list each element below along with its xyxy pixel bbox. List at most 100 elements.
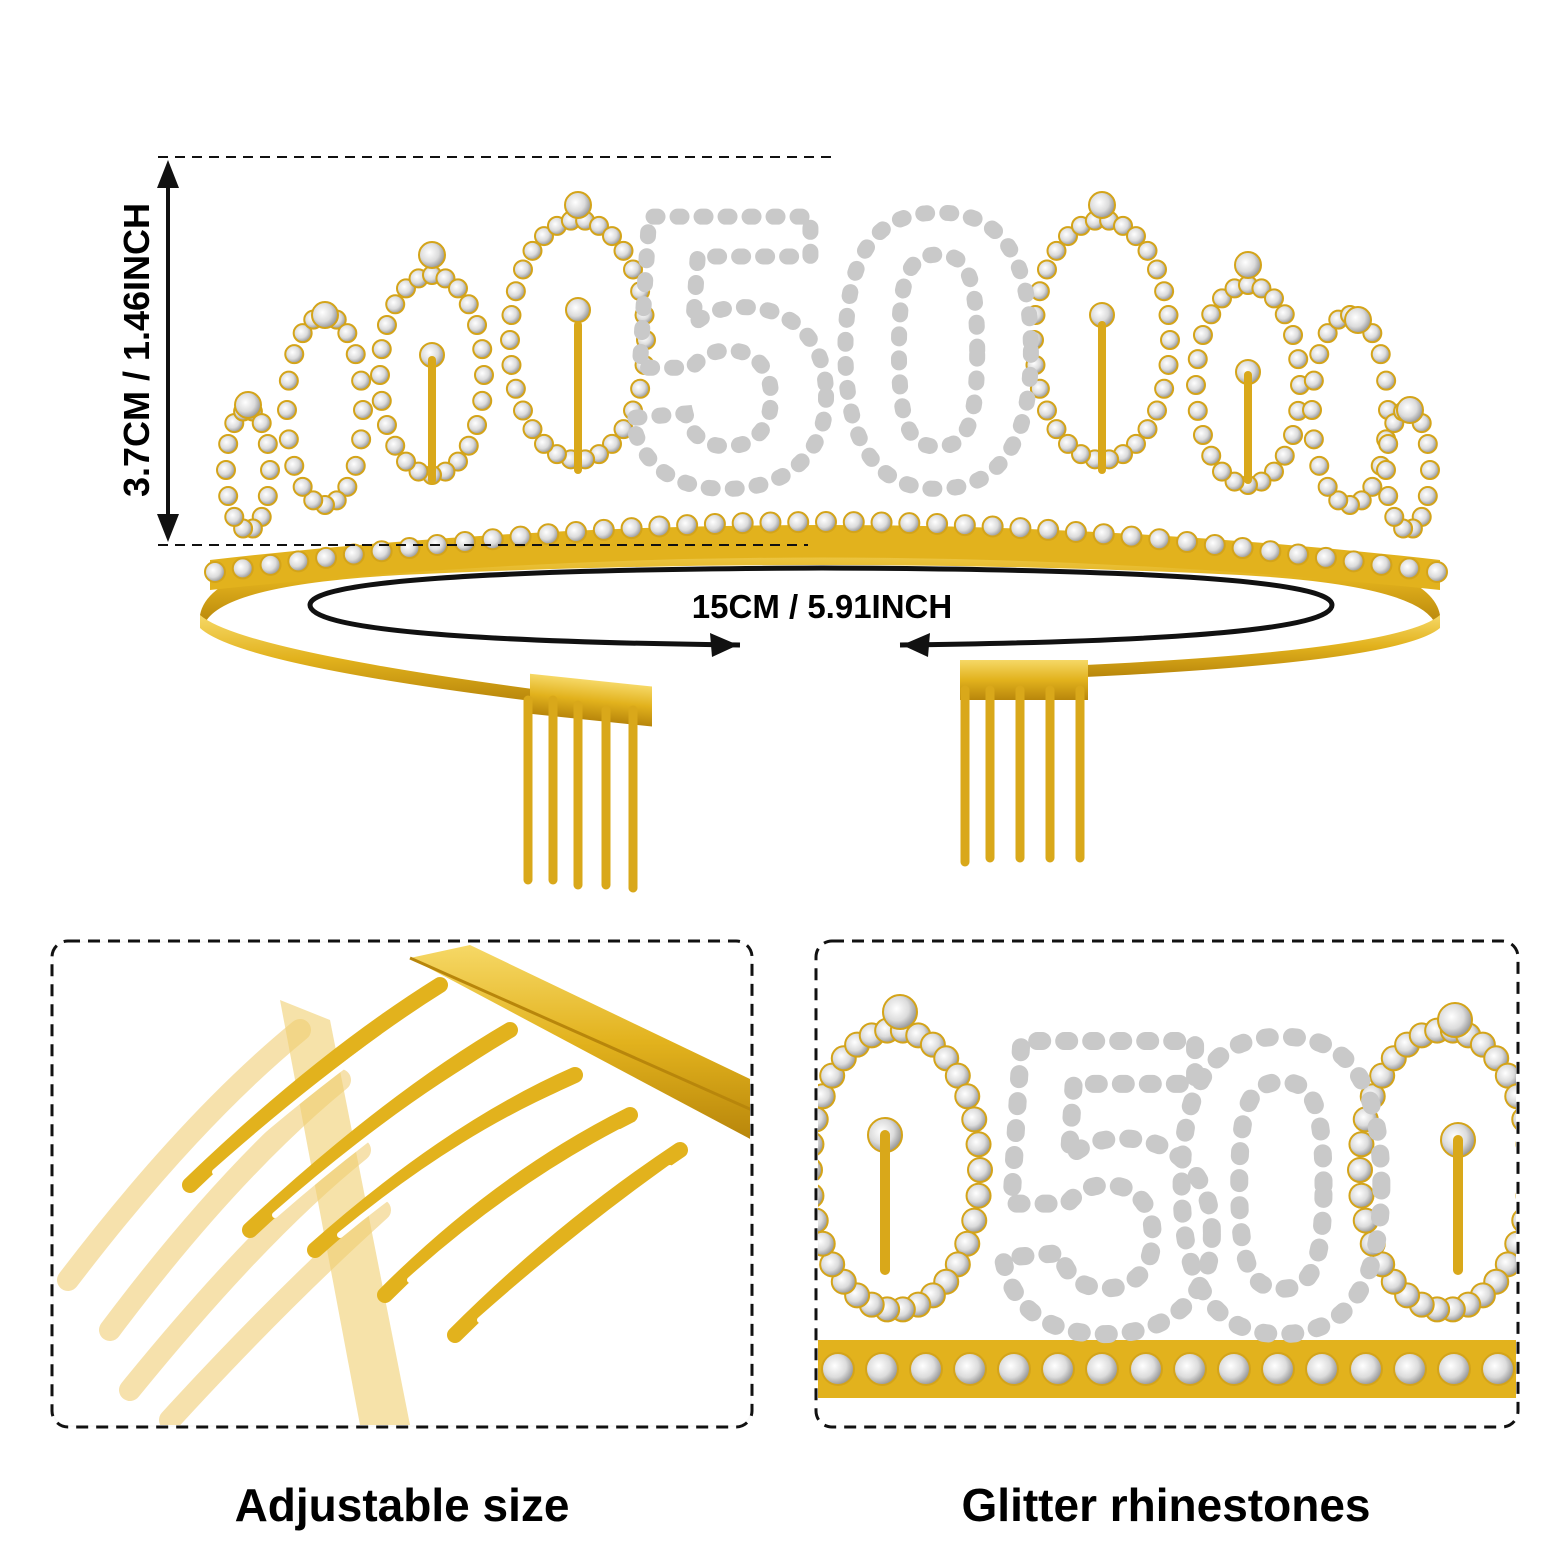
rhinestone <box>1511 1106 1516 1133</box>
rhinestone <box>1147 400 1168 421</box>
rhinestone <box>1154 281 1175 302</box>
rhinestone <box>345 455 366 476</box>
rhinestone <box>546 444 567 465</box>
rhinestone <box>1352 1207 1379 1234</box>
rhinestone <box>1370 344 1391 365</box>
rhinestone <box>500 330 520 350</box>
rhinestone <box>818 1207 829 1234</box>
rhinestone <box>396 451 416 472</box>
rhinestone <box>1362 476 1383 497</box>
rhinestone <box>1147 259 1168 280</box>
rhinestone <box>1203 533 1226 556</box>
rhinestone <box>564 191 592 219</box>
rhinestone <box>565 297 591 323</box>
rhinestone <box>1113 215 1134 236</box>
rhinestone <box>1378 433 1399 454</box>
rhinestone <box>623 400 644 421</box>
rhinestone <box>953 1352 987 1386</box>
rhinestone <box>1328 490 1349 511</box>
rhinestone <box>1274 445 1295 466</box>
rhinestone <box>216 460 236 480</box>
rhinestone <box>1234 251 1262 279</box>
rhinestone <box>376 315 397 335</box>
rhinestone <box>1515 1182 1516 1209</box>
rhinestone <box>371 390 392 411</box>
rhinestone <box>472 390 493 411</box>
rhinestone <box>965 1131 992 1158</box>
rhinestone <box>1176 531 1199 554</box>
rhinestone <box>1217 1352 1251 1386</box>
rhinestone <box>961 1207 988 1234</box>
rhinestone <box>257 486 278 507</box>
rhinestone <box>260 460 280 480</box>
rhinestone <box>353 400 373 420</box>
rhinestone <box>1046 419 1067 440</box>
rhinestone <box>1025 305 1046 326</box>
rhinestone <box>865 1352 899 1386</box>
rhinestone <box>842 511 865 534</box>
rhinestone <box>1085 1352 1119 1386</box>
rhinestone <box>565 520 588 543</box>
rhinestone <box>634 305 655 326</box>
rhinestone <box>257 433 278 454</box>
rhinestone <box>1302 400 1322 420</box>
rhinestone <box>351 429 372 450</box>
rhinestone <box>1137 419 1158 440</box>
center-stakes <box>428 321 1252 484</box>
rhinestone <box>997 1352 1031 1386</box>
rhinestone <box>1314 546 1337 569</box>
rhinestone <box>1420 460 1440 480</box>
rhinestone <box>292 323 313 344</box>
rhinestone <box>981 515 1004 538</box>
rhinestone <box>909 1352 943 1386</box>
rhinestone <box>1347 1157 1373 1183</box>
rhinestone <box>501 354 522 375</box>
rhinestone <box>1396 396 1424 424</box>
rhinestone <box>1137 240 1158 261</box>
rhinestone <box>1349 1352 1383 1386</box>
rhinestone <box>1287 543 1310 566</box>
rhinestone <box>818 1182 825 1209</box>
rhinestone <box>1303 429 1324 450</box>
rhinestone <box>376 415 397 435</box>
rhinestone <box>1309 344 1330 365</box>
rhinestone <box>1259 540 1282 563</box>
rhinestone <box>592 518 615 541</box>
rhinestone <box>370 540 393 563</box>
rhinestone <box>636 330 656 350</box>
rhinestone <box>1348 1131 1375 1158</box>
rhinestone <box>311 301 339 329</box>
rhinestone <box>1511 1207 1516 1234</box>
rhinestone <box>1029 281 1050 302</box>
rhinestone <box>1036 259 1057 280</box>
rhinestone <box>1518 1158 1542 1182</box>
rhinestone <box>224 506 245 527</box>
caption-glitter-rhinestones: Glitter rhinestones <box>961 1479 1371 1531</box>
rhinestone <box>1058 433 1078 454</box>
rhinestone <box>1160 330 1180 350</box>
rhinestone <box>759 511 782 534</box>
rhinestone <box>965 1182 992 1209</box>
rhinestone <box>351 370 372 391</box>
rhinestone <box>505 281 526 302</box>
rhinestone <box>1158 305 1179 326</box>
rhinestone <box>337 476 358 497</box>
tiara-number-5: 5 <box>620 132 837 568</box>
rhinestone <box>1376 370 1397 391</box>
height-dimension-label: 3.7CM / 1.46INCH <box>116 202 157 498</box>
rhinestone <box>1417 433 1438 454</box>
rhinestone <box>534 433 554 454</box>
rhinestone <box>1192 425 1213 445</box>
rhinestone <box>1384 506 1405 527</box>
rhinestone <box>259 553 282 576</box>
detail-band-rhinestones <box>821 1352 1515 1386</box>
rhinestone <box>458 435 479 456</box>
rhinestone <box>1046 240 1067 261</box>
rhinestone <box>1317 476 1338 497</box>
rhinestone <box>1092 523 1115 546</box>
rhinestone <box>821 1352 855 1386</box>
rhinestone <box>474 365 494 385</box>
rhinestone <box>458 294 479 315</box>
rhinestone <box>703 513 726 536</box>
rhinestone <box>418 241 446 269</box>
